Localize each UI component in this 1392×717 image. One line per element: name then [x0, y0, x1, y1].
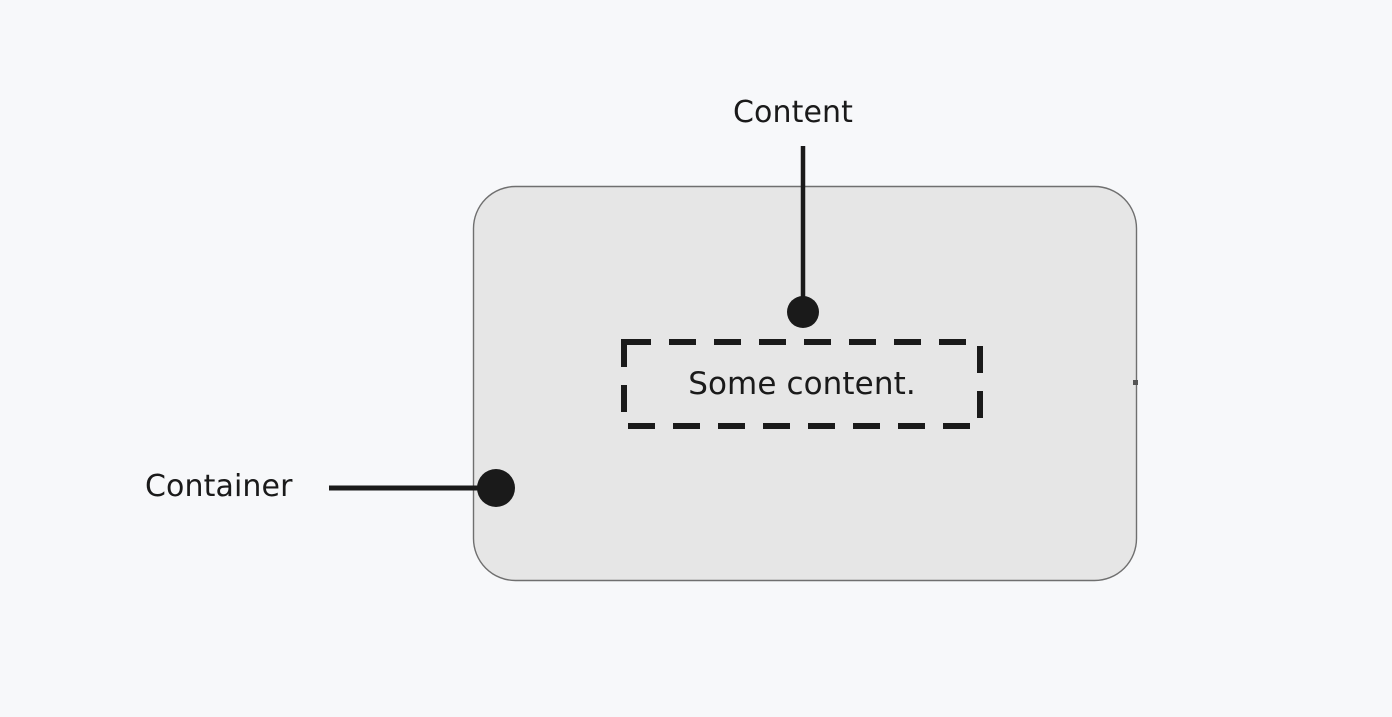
container-callout-dot[interactable] — [477, 469, 515, 507]
container-callout-label: Container — [145, 469, 293, 504]
content-callout-label: Content — [733, 95, 854, 130]
edge-marker-dot — [1133, 380, 1138, 385]
content-box-text: Some content. — [688, 366, 916, 402]
content-callout-dot[interactable] — [787, 296, 819, 328]
